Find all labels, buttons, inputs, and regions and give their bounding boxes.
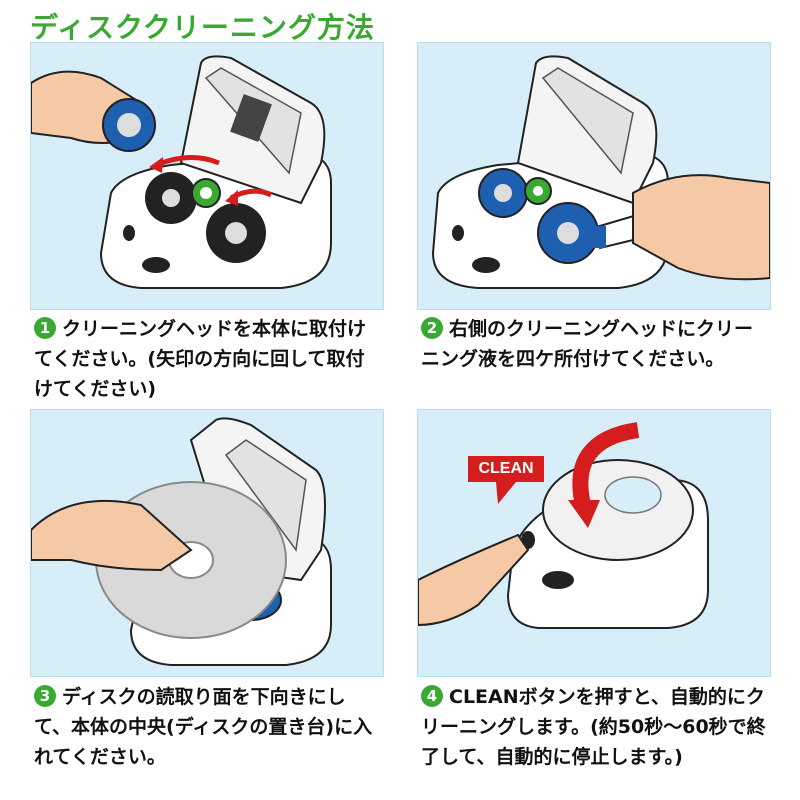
step-text: クリーニングヘッドを本体に取付けてください。(矢印の方向に回して取付けてください… — [34, 318, 367, 400]
page-title: ディスククリーニング方法 — [30, 11, 375, 44]
cleaner-press-clean-illustration — [418, 422, 709, 629]
illustration-step-1 — [30, 42, 384, 310]
cleaner-insert-disc-illustration — [31, 417, 332, 666]
cleaner-apply-fluid-illustration — [431, 55, 770, 289]
step-number-badge: 2 — [421, 317, 443, 339]
step-text: ディスクの読取り面を下向きにして、本体の中央(ディスクの置き台)に入れてください… — [34, 686, 373, 768]
illustration-step-2 — [417, 42, 771, 310]
cleaner-attach-head-illustration — [31, 55, 332, 289]
step-text: CLEANボタンを押すと、自動的にクリーニングします。(約50秒〜60秒で終了し… — [421, 686, 766, 768]
illustration-step-4: CLEAN — [417, 409, 771, 677]
step-number-badge: 4 — [421, 685, 443, 707]
step-text: 右側のクリーニングヘッドにクリーニング液を四ケ所付けてください。 — [421, 318, 754, 370]
step-number-badge: 3 — [34, 685, 56, 707]
clean-label-badge: CLEAN — [468, 456, 544, 482]
step-number-badge: 1 — [34, 317, 56, 339]
illustration-step-3 — [30, 409, 384, 677]
